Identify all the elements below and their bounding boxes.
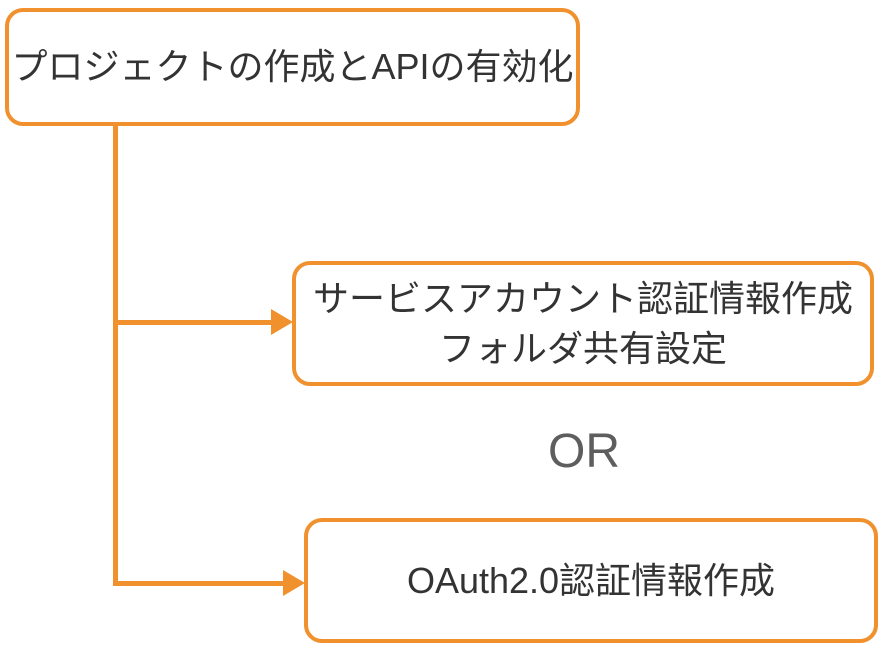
node-oauth2-credentials: OAuth2.0認証情報作成: [304, 518, 878, 643]
node-label: プロジェクトの作成とAPIの有効化: [11, 46, 574, 88]
node-label-line1: サービスアカウント認証情報作成: [312, 277, 853, 319]
node-create-project-and-enable-api: プロジェクトの作成とAPIの有効化: [5, 8, 580, 126]
node-service-account-credentials: サービスアカウント認証情報作成 フォルダ共有設定: [292, 261, 874, 386]
connector-vertical-line: [113, 124, 118, 586]
arrowhead-right-icon: [271, 309, 293, 335]
node-label-line2: フォルダ共有設定: [438, 327, 727, 369]
node-label: OAuth2.0認証情報作成: [406, 559, 776, 601]
arrowhead-right-icon: [283, 570, 305, 596]
connector-branch-to-option-b: [113, 581, 283, 586]
or-separator-label: OR: [548, 425, 620, 478]
connector-branch-to-option-a: [113, 320, 271, 325]
